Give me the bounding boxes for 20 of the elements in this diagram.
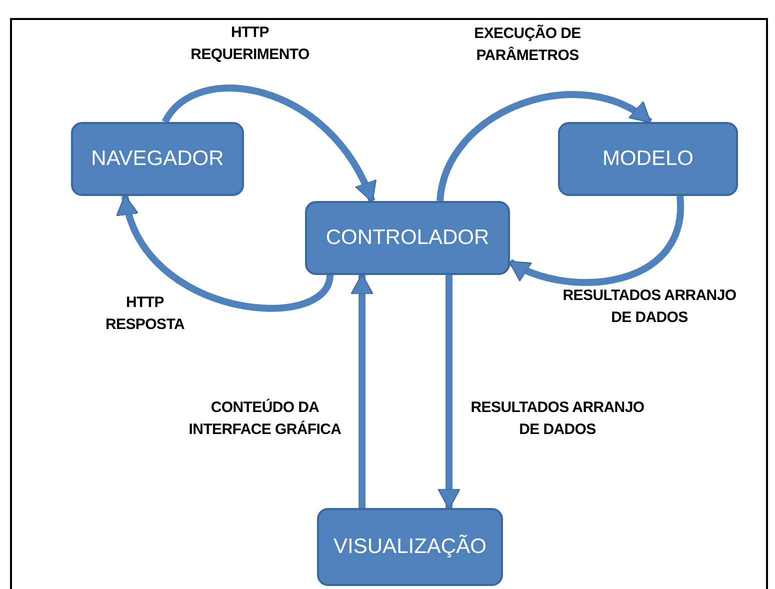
edge-label: HTTP REQUERIMENTO xyxy=(190,23,310,65)
arrow xyxy=(350,274,374,508)
arrow xyxy=(438,275,460,510)
process-box xyxy=(558,122,738,196)
process-box xyxy=(317,508,503,586)
edge-label: HTTP RESPOSTA xyxy=(104,293,186,335)
edge-label: CONTEÚDO DA INTERFACE GRÁFICA xyxy=(188,398,342,440)
edge-label: RESULTADOS ARRANJO DE DADOS xyxy=(562,286,737,328)
curved-arrow xyxy=(162,84,376,202)
process-box xyxy=(305,201,510,275)
box-label: CONTROLADOR xyxy=(326,226,490,250)
box-label: VISUALIZAÇÃO xyxy=(334,535,486,559)
curved-arrow xyxy=(118,194,334,312)
box-label: MODELO xyxy=(602,147,694,171)
curved-arrow xyxy=(436,91,652,202)
edge-label: RESULTADOS ARRANJO DE DADOS xyxy=(470,398,645,440)
curved-arrow xyxy=(508,196,684,286)
box-label: NAVEGADOR xyxy=(91,147,224,171)
edge-label: EXECUÇÃO DE PARÂMETROS xyxy=(473,24,582,66)
process-box xyxy=(71,122,244,196)
